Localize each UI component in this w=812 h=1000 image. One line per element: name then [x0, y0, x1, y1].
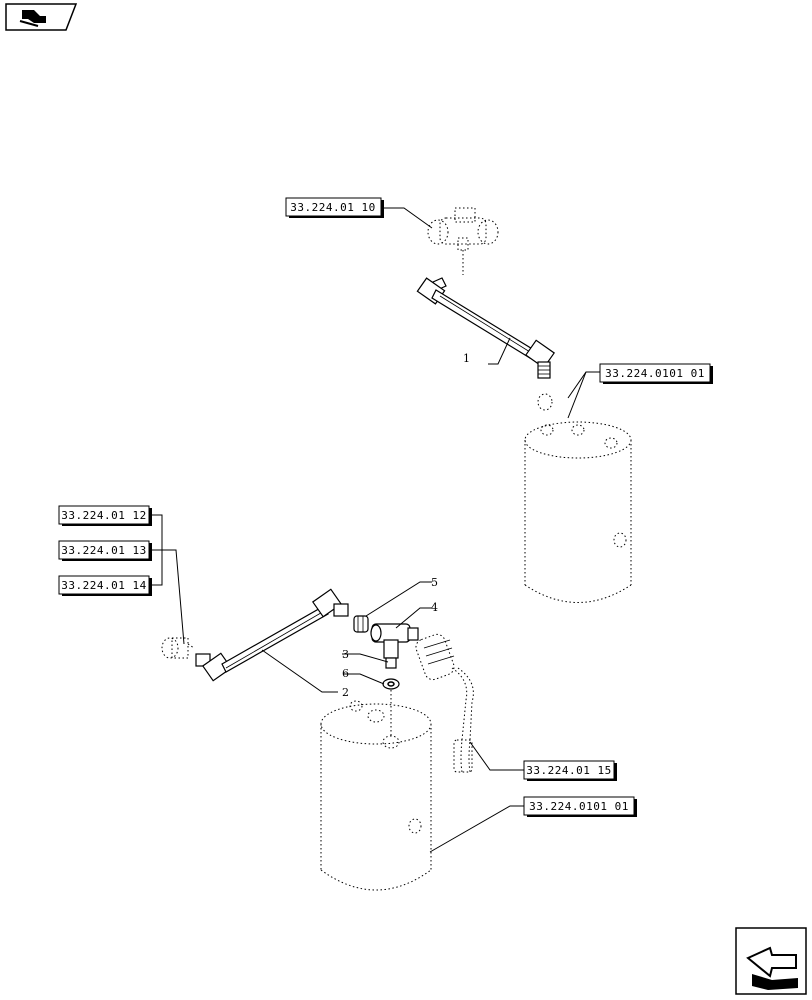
hose-part-1 — [416, 277, 556, 379]
callout-3: 3 — [342, 648, 349, 661]
fitting-3 — [385, 657, 397, 669]
top-valve-part — [427, 207, 499, 275]
callout-1: 1 — [463, 352, 470, 365]
fitting-5 — [353, 615, 369, 633]
callout-2: 2 — [342, 686, 349, 699]
left-fitting-part — [161, 637, 195, 659]
ref-box-left-b[interactable]: 33.224.01 13 — [58, 540, 152, 561]
callout-4: 4 — [431, 601, 438, 614]
tee-fitting-4 — [370, 623, 419, 659]
svg-text:33.224.01 10: 33.224.01 10 — [290, 201, 375, 214]
svg-text:33.224.0101 01: 33.224.0101 01 — [605, 367, 705, 380]
lower-tank — [320, 690, 432, 891]
connector-harness — [415, 633, 474, 773]
svg-text:33.224.01 15: 33.224.01 15 — [526, 764, 611, 777]
callout-6: 6 — [342, 667, 349, 680]
book-forward-icon[interactable] — [5, 3, 78, 31]
ref-box-top-tank[interactable]: 33.224.0101 01 — [599, 363, 713, 384]
ref-box-left-a[interactable]: 33.224.01 12 — [58, 505, 152, 526]
svg-text:33.224.01 14: 33.224.01 14 — [61, 579, 146, 592]
washer-6 — [382, 678, 400, 690]
svg-text:33.224.0101 01: 33.224.0101 01 — [529, 800, 629, 813]
svg-text:33.224.01 13: 33.224.01 13 — [61, 544, 146, 557]
callout-5: 5 — [431, 576, 438, 589]
upper-tank — [524, 393, 632, 603]
ref-box-top-valve[interactable]: 33.224.01 10 — [285, 197, 384, 218]
next-page-arrow-icon[interactable] — [735, 927, 807, 995]
ref-box-bottom-tank[interactable]: 33.224.0101 01 — [523, 796, 637, 817]
hose-part-2 — [195, 588, 349, 682]
ref-box-left-c[interactable]: 33.224.01 14 — [58, 575, 152, 596]
ref-box-connector[interactable]: 33.224.01 15 — [523, 760, 617, 781]
svg-text:33.224.01 12: 33.224.01 12 — [61, 509, 146, 522]
